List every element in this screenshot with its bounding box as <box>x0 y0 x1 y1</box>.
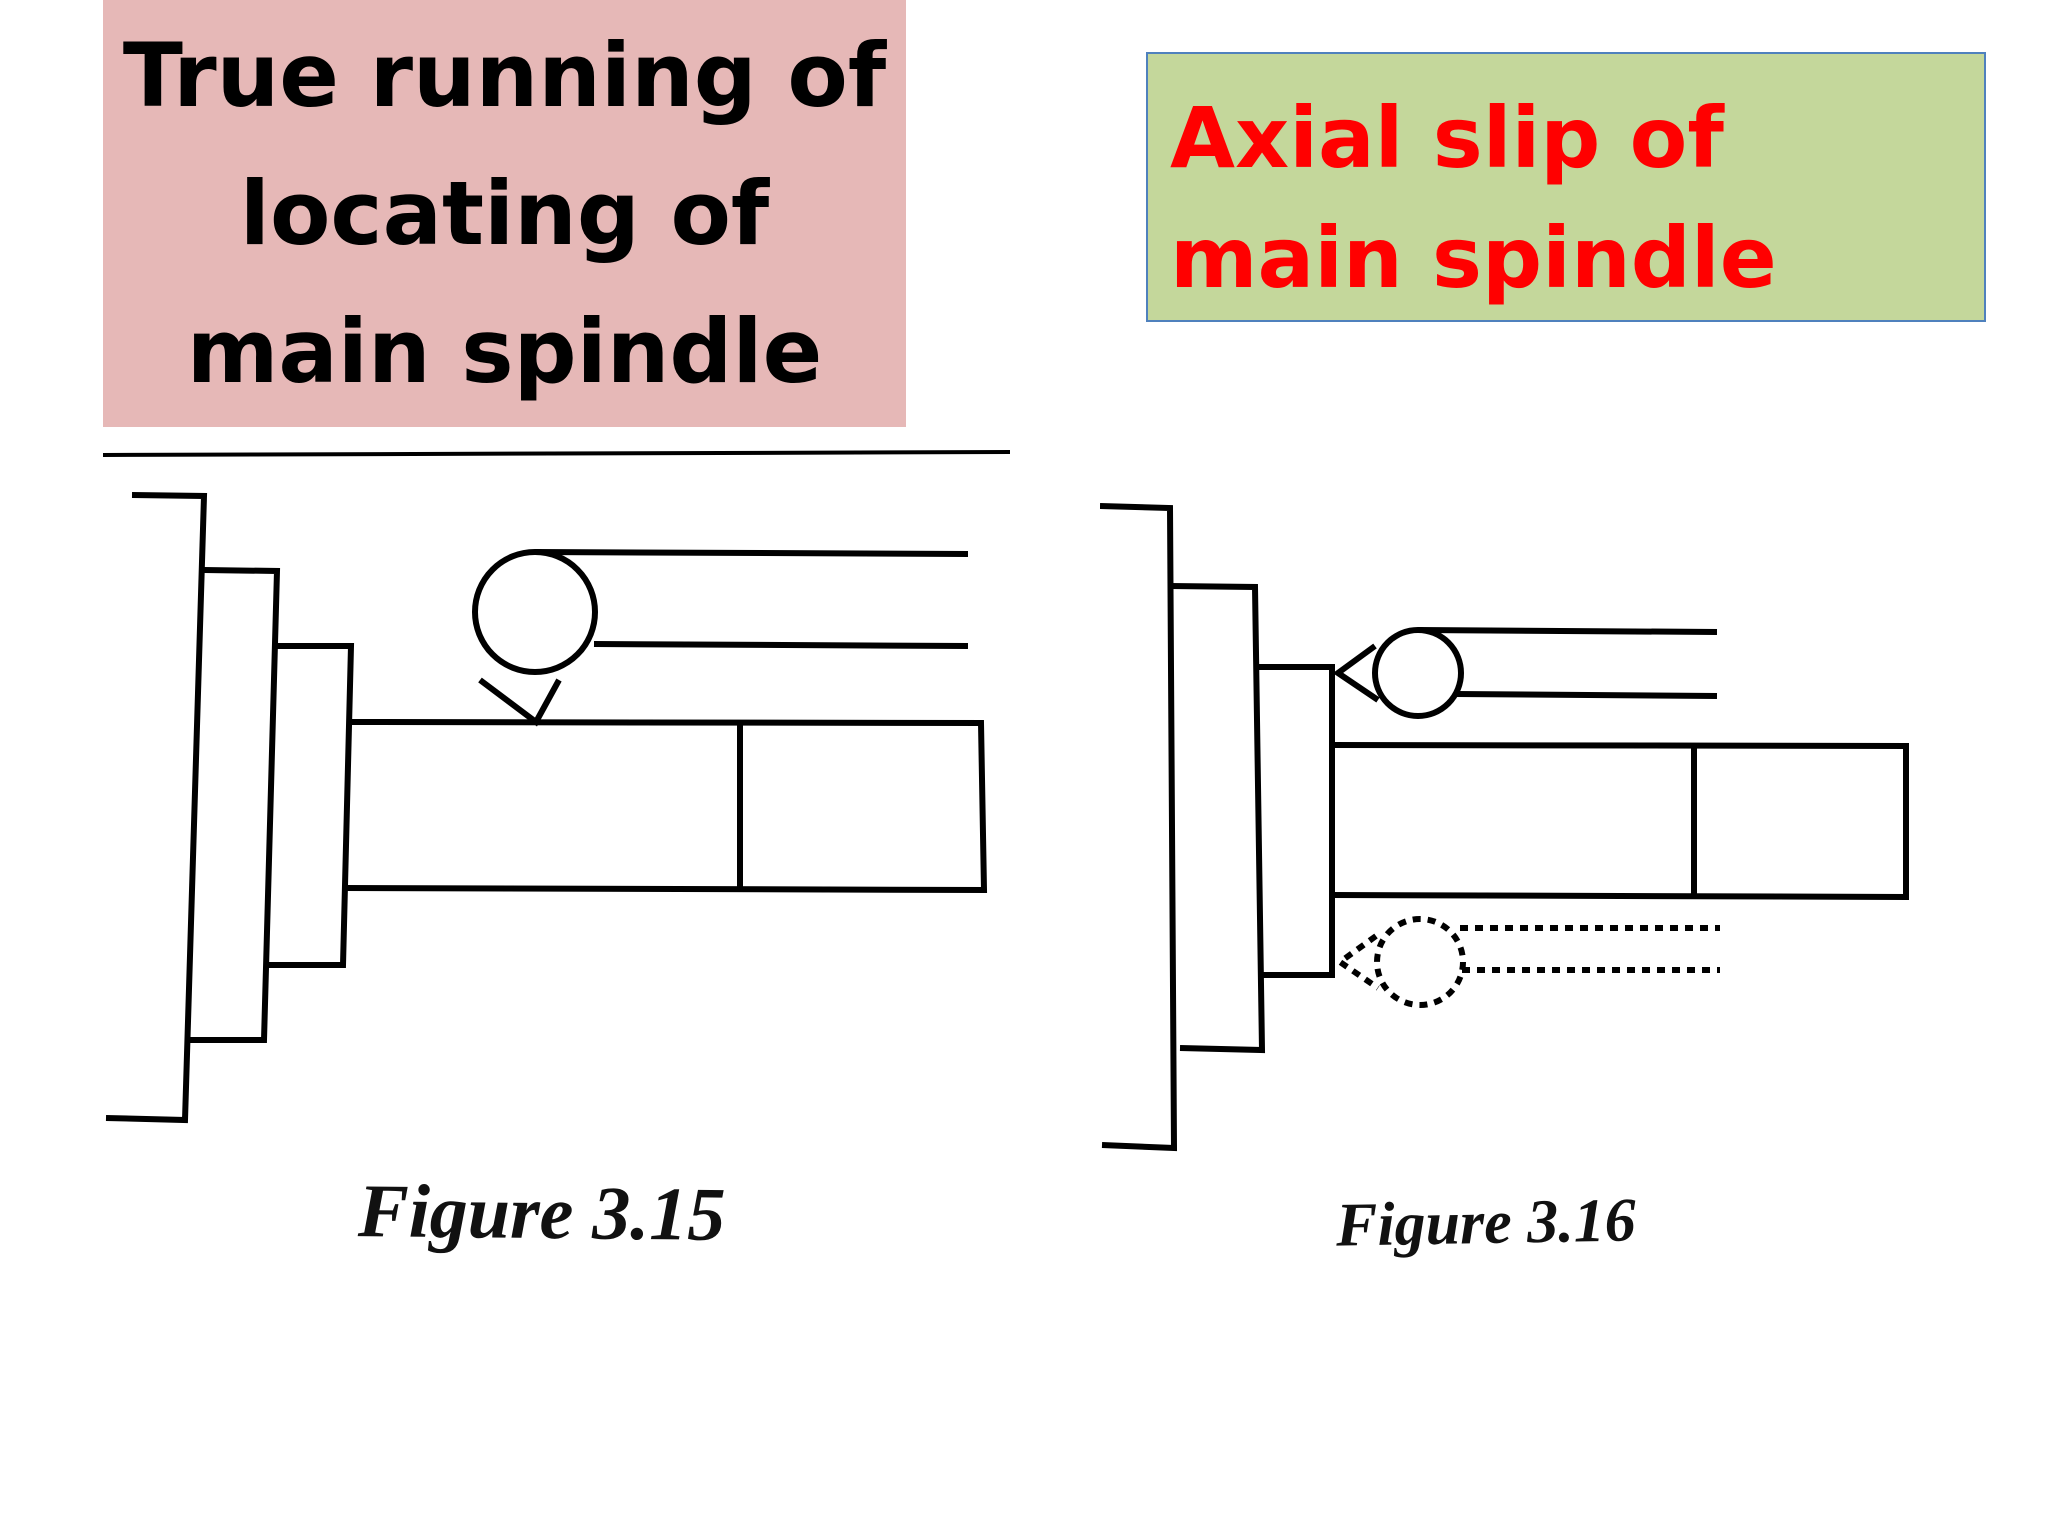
right-title-box: Axial slip of main spindle <box>1146 52 1986 322</box>
dial-gauge-tip <box>1332 643 1380 703</box>
right-title: Axial slip of main spindle <box>1170 89 1777 307</box>
flange-inner <box>1255 664 1335 978</box>
spindle-body <box>1331 742 1909 901</box>
left-title: True running of locating of main spindle <box>122 23 887 403</box>
dial-gauge-ball-dashed <box>1374 916 1466 1008</box>
gauge-arm-upper <box>1417 627 1718 635</box>
dial-gauge-ball <box>472 549 598 675</box>
spindle-body <box>344 719 988 894</box>
figure-3-15-caption: Figure 3.15 <box>357 1169 726 1257</box>
left-title-box: True running of locating of main spindle <box>103 0 906 427</box>
dial-gauge-tip <box>478 677 562 727</box>
top-rule <box>102 450 1011 457</box>
gauge-arm-lower <box>593 641 969 649</box>
figure-3-15-diagram <box>102 450 1011 1124</box>
dial-gauge-ball <box>1372 627 1464 719</box>
machine-body <box>105 492 208 1124</box>
gauge-arm-lower <box>1455 691 1718 699</box>
machine-body <box>1100 503 1178 1152</box>
flange-outer <box>190 567 281 1043</box>
flange-outer <box>1169 583 1266 1054</box>
figure-3-16-diagram <box>1100 503 1909 1152</box>
flange-inner <box>264 643 355 968</box>
dial-gauge-tip-dashed <box>1334 933 1380 991</box>
figure-3-16-caption: Figure 3.16 <box>1335 1186 1637 1260</box>
gauge-arm-upper <box>534 549 969 557</box>
